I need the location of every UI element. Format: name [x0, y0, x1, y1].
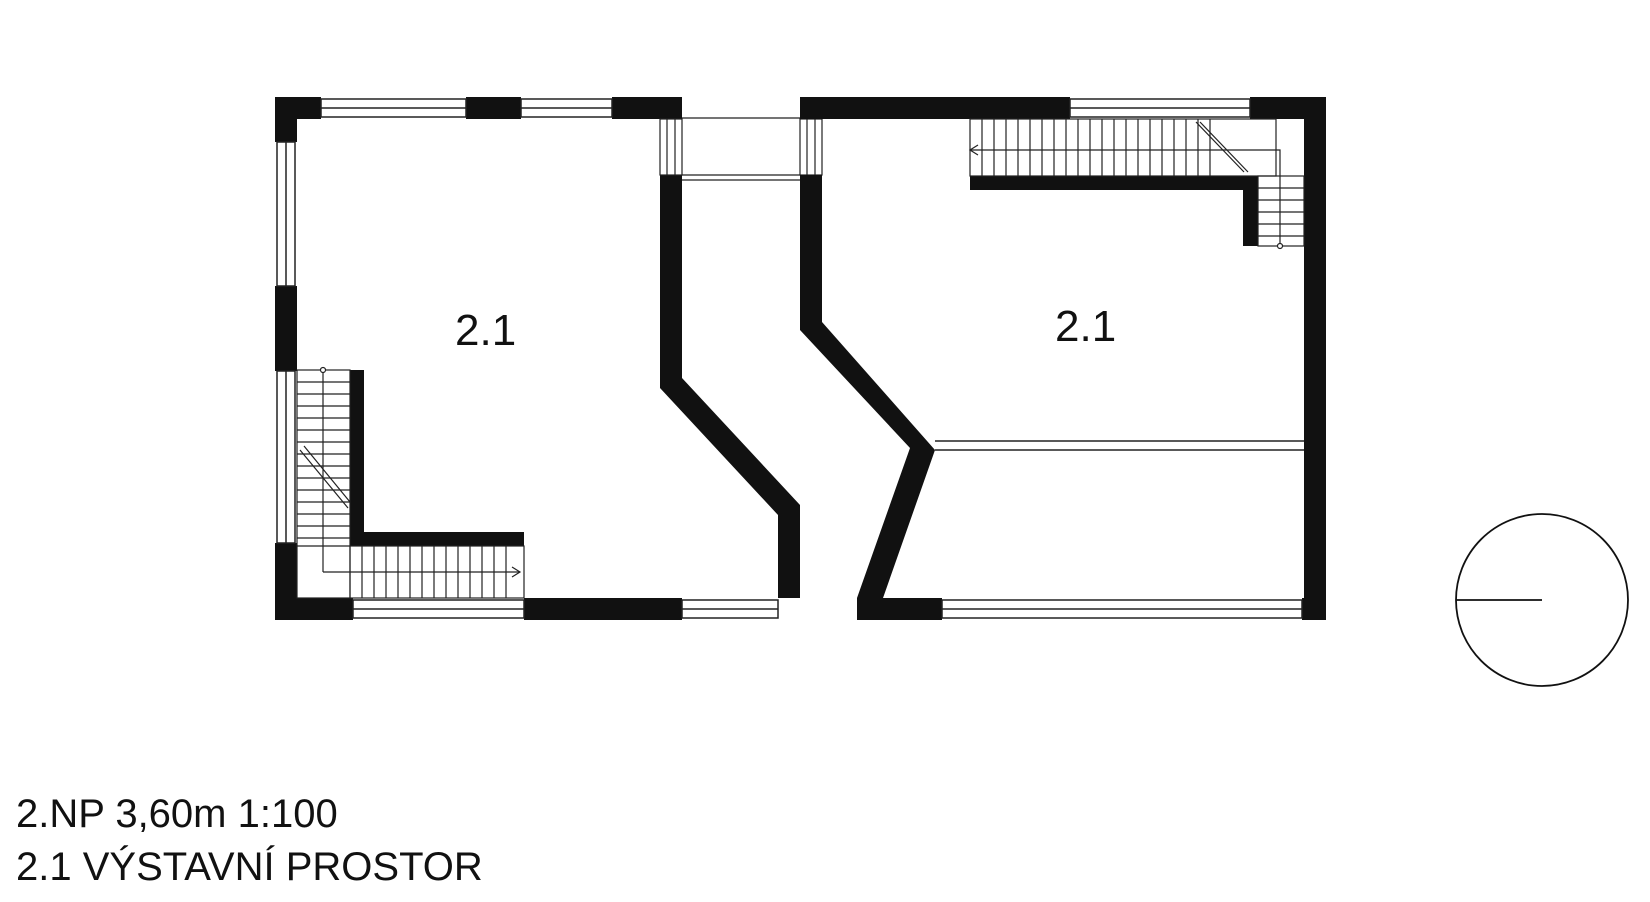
stair-wall-inner: [350, 370, 524, 546]
north-arrow-icon: [1455, 513, 1629, 687]
left-staircase: [296, 366, 525, 599]
wall-left-top: [275, 97, 297, 142]
stair-wall-right: [970, 176, 1258, 246]
right-building-windows: [935, 98, 1304, 619]
room-label-right: 2.1: [1055, 302, 1116, 351]
wall-left-slanted: [800, 175, 935, 598]
left-building-windows: [276, 98, 779, 619]
connecting-corridor: [659, 117, 823, 181]
right-building-walls: [800, 97, 1326, 620]
left-building: [275, 97, 800, 620]
wall-top-mid: [466, 97, 521, 119]
left-building-walls: [275, 97, 800, 620]
wall-top-right: [612, 97, 682, 119]
drawing-title: 2.NP 3,60m 1:100: [16, 792, 338, 836]
drawing-subtitle: 2.1 VÝSTAVNÍ PROSTOR: [16, 845, 483, 889]
room-label-left: 2.1: [455, 306, 516, 355]
wall-right-slanted: [660, 175, 800, 598]
right-staircase: [968, 118, 1305, 250]
wall-bottom-right: [1302, 598, 1326, 620]
wall-left-mid: [275, 286, 297, 371]
wall-bottom-mid: [524, 598, 682, 620]
wall-right: [1304, 97, 1326, 620]
right-building: [800, 97, 1326, 620]
wall-bottom-left: [275, 598, 353, 620]
wall-top-left: [800, 97, 1070, 119]
wall-bottom-left: [857, 598, 942, 620]
